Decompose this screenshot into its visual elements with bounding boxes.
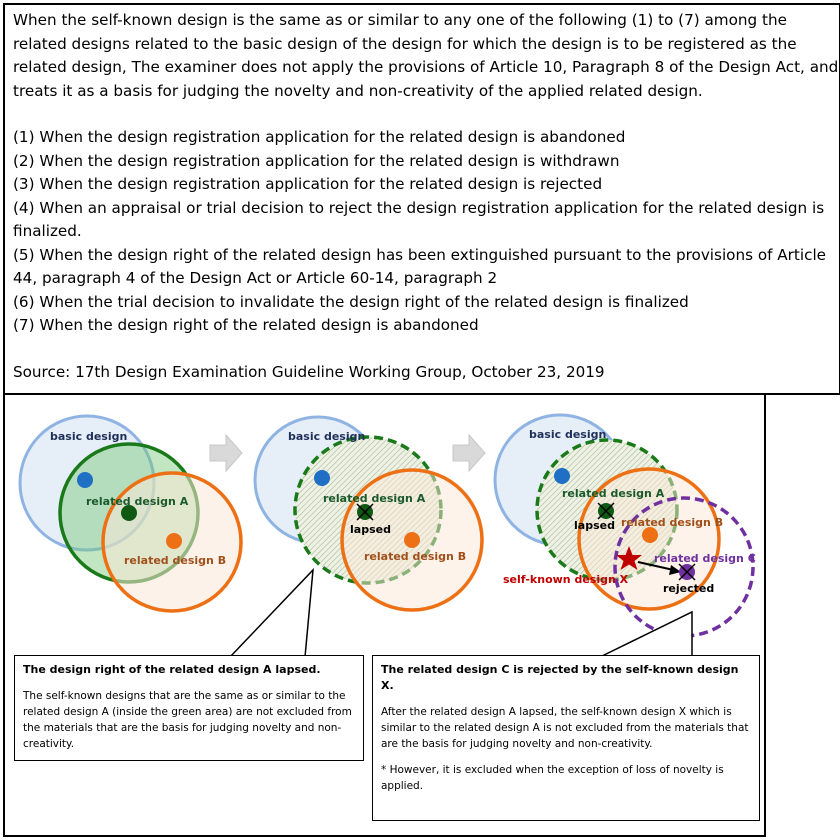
arrow-icon bbox=[452, 433, 486, 473]
callout-body: The self-known designs that are the same… bbox=[23, 690, 352, 750]
list-item: (1) When the design registration applica… bbox=[13, 128, 626, 146]
label-related-design-a: related design A bbox=[323, 492, 426, 505]
rejected-x-icon bbox=[678, 563, 696, 581]
label-related-design-c: related design C bbox=[654, 552, 756, 565]
related-design-b-dot bbox=[166, 533, 182, 549]
label-basic-design: basic design bbox=[529, 428, 606, 441]
callout-left: The design right of the related design A… bbox=[14, 655, 364, 761]
label-related-design-b: related design B bbox=[364, 550, 466, 563]
panel-lapsed: basic design related design A lapsed rel… bbox=[253, 415, 484, 612]
callout-body: After the related design A lapsed, the s… bbox=[381, 706, 749, 750]
callout-note: * However, it is excluded when the excep… bbox=[381, 764, 724, 792]
star-icon bbox=[616, 546, 642, 570]
lapsed-x-icon bbox=[356, 503, 374, 521]
panel-rejected: basic design related design A lapsed rel… bbox=[493, 413, 756, 638]
callout-pointer bbox=[599, 610, 693, 658]
label-self-known-design-x: self-known design X bbox=[503, 573, 629, 586]
related-design-a-dot bbox=[121, 505, 137, 521]
guideline-text-box: When the self-known design is the same a… bbox=[3, 3, 840, 395]
panel-initial: basic design related design A related de… bbox=[18, 414, 243, 613]
basic-design-dot bbox=[314, 470, 330, 486]
callout-right: The related design C is rejected by the … bbox=[372, 655, 760, 821]
source-line: Source: 17th Design Examination Guidelin… bbox=[13, 362, 605, 381]
list-item: (5) When the design right of the related… bbox=[13, 245, 827, 288]
diagram-box bbox=[3, 393, 766, 837]
related-design-c-circle bbox=[613, 496, 755, 638]
list-item: (3) When the design registration applica… bbox=[13, 175, 603, 193]
label-lapsed: lapsed bbox=[350, 523, 391, 536]
list-item: (2) When the design registration applica… bbox=[13, 151, 620, 170]
label-related-design-a: related design A bbox=[86, 495, 189, 508]
label-related-design-a: related design A bbox=[562, 487, 665, 500]
label-lapsed: lapsed bbox=[574, 519, 615, 532]
lapsed-x-icon bbox=[597, 502, 615, 520]
list-item: (7) When the design right of the related… bbox=[13, 316, 479, 334]
label-related-design-b: related design B bbox=[621, 516, 723, 529]
label-related-design-b: related design B bbox=[124, 554, 226, 567]
arrow-icon bbox=[209, 433, 243, 473]
basic-design-dot bbox=[554, 468, 570, 484]
callout-title: The design right of the related design A… bbox=[23, 663, 321, 676]
basic-design-dot bbox=[77, 472, 93, 488]
label-basic-design: basic design bbox=[288, 430, 365, 443]
intro-paragraph: When the self-known design is the same a… bbox=[13, 11, 839, 100]
label-rejected: rejected bbox=[663, 582, 714, 595]
related-design-b-dot bbox=[642, 527, 658, 543]
callout-pointer bbox=[228, 567, 314, 658]
arrowhead-icon bbox=[669, 565, 681, 575]
list-item: (6) When the trial decision to invalidat… bbox=[13, 292, 689, 311]
related-design-b-dot bbox=[404, 532, 420, 548]
list-item: (4) When an appraisal or trial decision … bbox=[13, 198, 825, 241]
callout-title: The related design C is rejected by the … bbox=[381, 663, 739, 692]
label-basic-design: basic design bbox=[50, 430, 127, 443]
